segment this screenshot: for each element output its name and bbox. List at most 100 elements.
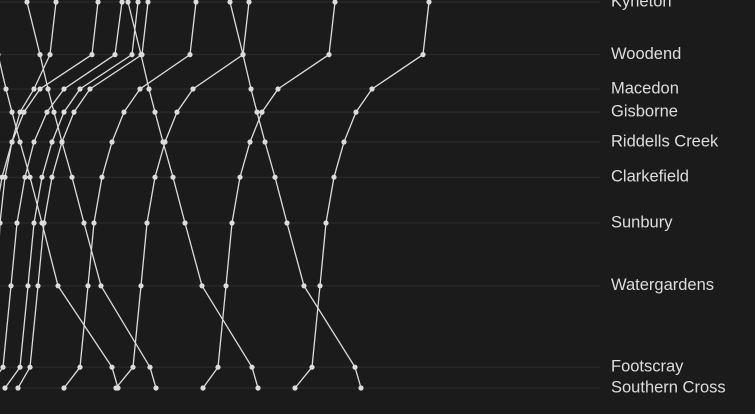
stop-point-trip-14-kyneton [426,0,432,5]
trip-line-10 [127,1,259,389]
trip-line-11 [115,1,250,389]
stop-point-trip-2-gisborne [17,109,23,115]
stop-point-trip-4-macedon [45,86,51,92]
stop-point-trip-7-woodend [89,52,95,58]
stop-point-trip-8-kyneton [135,0,141,5]
trip-line-13 [229,1,362,389]
stop-point-trip-11-riddells-creek [162,139,168,145]
stop-point-trip-6-woodend [112,52,118,58]
stop-point-trip-5-clarkefield [49,174,55,180]
stop-point-trip-9-woodend [187,52,193,58]
trip-lines [0,1,430,389]
stop-point-trip-14-watergardens [317,283,323,289]
stop-point-trip-6-footscray [0,364,6,370]
trip-line-5 [17,1,149,389]
stop-point-trip-6-kyneton [119,0,125,5]
stop-point-trip-14-riddells-creek [341,139,347,145]
stop-point-trip-10-sunbury [182,220,188,226]
stop-point-trip-5-gisborne [71,109,77,115]
stop-point-trip-12-footscray [215,364,221,370]
stop-point-trip-10-watergardens [199,283,205,289]
stop-point-trip-7-riddells-creek [9,139,15,145]
stop-point-trip-4-gisborne [51,109,57,115]
stop-point-trip-5-macedon [87,86,93,92]
station-label-footscray: Footscray [611,358,684,376]
trip-line-7 [0,1,99,193]
stop-point-trip-8-southern-cross [2,385,8,391]
stop-point-trip-11-southern-cross [113,385,119,391]
stop-point-trip-12-gisborne [259,109,265,115]
stop-point-trip-14-gisborne [353,109,359,115]
stop-point-trip-4-kyneton [24,0,30,5]
stop-point-trip-14-footscray [309,364,315,370]
stop-point-trip-2-kyneton [53,0,59,5]
trip-line-4 [26,1,157,389]
stop-point-trip-8-gisborne [61,109,67,115]
stop-point-trip-14-sunbury [323,220,329,226]
stop-point-trip-6-riddells-creek [31,139,37,145]
stop-point-trip-6-macedon [61,86,67,92]
stop-point-trip-8-clarkefield [39,174,45,180]
stop-point-trip-10-woodend [138,52,144,58]
stop-point-trip-6-sunbury [14,220,20,226]
stop-point-trip-12-clarkefield [237,174,243,180]
stop-point-trip-6-gisborne [44,109,50,115]
stop-point-trip-5-watergardens [35,283,41,289]
stop-point-trip-2-sunbury [0,220,3,226]
stop-point-trip-8-macedon [77,86,83,92]
stop-point-trip-3-gisborne [9,109,15,115]
stop-point-trip-10-clarkefield [170,174,176,180]
trip-line-8 [4,1,139,389]
stop-point-trip-12-riddells-creek [247,139,253,145]
stop-point-trip-8-woodend [129,52,135,58]
stop-point-trip-10-gisborne [152,109,158,115]
stop-point-trip-3-watergardens [55,283,61,289]
stop-point-trip-9-sunbury [91,220,97,226]
stop-point-trip-9-riddells-creek [109,139,115,145]
stop-point-trip-7-kyneton [95,0,101,5]
stop-point-trip-4-woodend [37,52,43,58]
stop-point-trip-4-sunbury [81,220,87,226]
stop-point-trip-11-kyneton [246,0,252,5]
station-label-sunbury: Sunbury [611,213,673,231]
stop-point-trip-2-woodend [47,52,53,58]
station-label-riddells-creek: Riddells Creek [611,132,719,150]
trip-line-6 [0,1,123,373]
stop-point-trip-11-sunbury [144,220,150,226]
station-label-macedon: Macedon [611,79,679,97]
stop-point-trip-5-riddells-creek [59,139,65,145]
stop-point-trip-3-woodend [0,52,1,57]
stop-point-trip-13-macedon [248,86,254,92]
stop-point-trip-13-riddells-creek [262,139,268,145]
stop-point-trip-8-watergardens [25,283,31,289]
stop-point-trip-11-footscray [130,364,136,370]
stop-point-trip-4-southern-cross [153,385,159,391]
stop-point-trip-3-riddells-creek [17,139,23,145]
stop-point-trip-3-macedon [3,86,9,92]
stop-point-trip-9-watergardens [85,283,91,289]
stop-point-trip-6-clarkefield [22,174,28,180]
trip-line-9 [63,1,197,389]
stop-point-trip-11-watergardens [138,283,144,289]
stop-point-trip-10-macedon [146,86,152,92]
stop-point-trip-14-woodend [420,52,426,58]
station-label-gisborne: Gisborne [611,102,678,120]
stop-point-trip-13-southern-cross [358,385,364,391]
stop-point-trip-4-watergardens [98,283,104,289]
station-label-kyneton: Kyneton [611,0,672,10]
stop-point-trip-10-kyneton [125,0,131,5]
trip-line-12 [202,1,336,389]
stop-point-trip-12-sunbury [229,220,235,226]
stop-point-trip-12-kyneton [332,0,338,5]
stop-point-trip-13-gisborne [254,109,260,115]
stop-point-trip-3-footscray [109,364,115,370]
trip-line-2 [0,1,57,237]
stop-point-trip-9-kyneton [193,0,199,5]
stop-point-trip-5-kyneton [145,0,151,5]
station-labels: Kyneton Woodend Macedon Gisborne Riddell… [611,0,726,396]
stop-point-trip-12-woodend [326,52,332,58]
stop-point-trip-13-watergardens [301,283,307,289]
station-label-clarkefield: Clarkefield [611,168,689,186]
stop-point-trip-14-macedon [369,86,375,92]
